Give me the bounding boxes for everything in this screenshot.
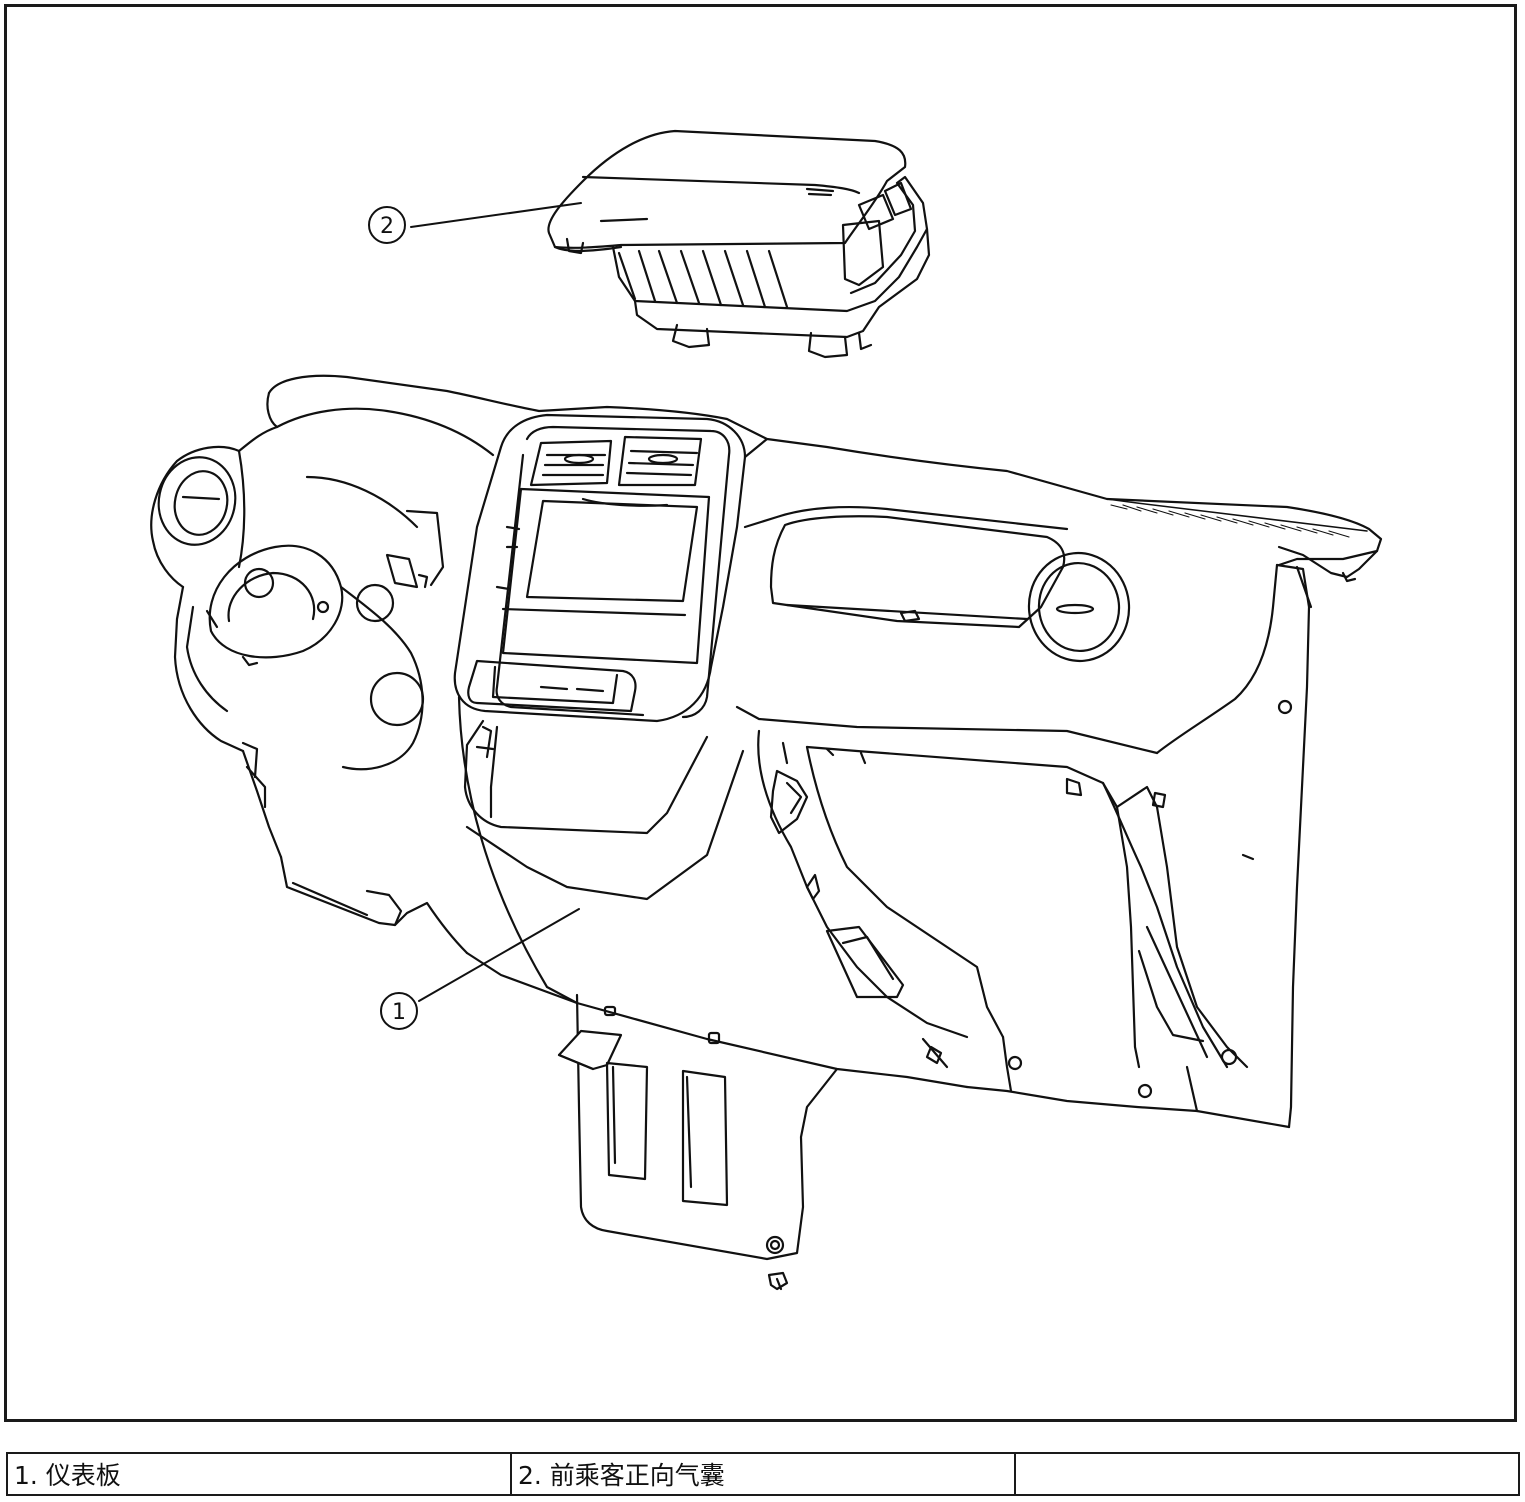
- legend-cell-3: [1014, 1452, 1520, 1496]
- legend-cell-1: 1. 仪表板: [6, 1452, 512, 1496]
- callout-2: 2: [368, 206, 406, 244]
- parts-legend-table: 1. 仪表板 2. 前乘客正向气囊: [6, 1452, 1520, 1496]
- callout-1-number: 1: [392, 1000, 406, 1025]
- callout-leaders: [410, 202, 582, 1002]
- legend-cell-2: 2. 前乘客正向气囊: [510, 1452, 1016, 1496]
- callout-2-number: 2: [380, 214, 394, 239]
- airbag-module: [547, 129, 931, 359]
- exploded-view-drawing: 2 1: [150, 129, 1383, 1291]
- callout-1: 1: [380, 992, 418, 1030]
- instrument-panel: [150, 374, 1383, 1291]
- legend-row: 1. 仪表板 2. 前乘客正向气囊: [6, 1452, 1520, 1496]
- figure-frame: 2 1: [4, 4, 1517, 1422]
